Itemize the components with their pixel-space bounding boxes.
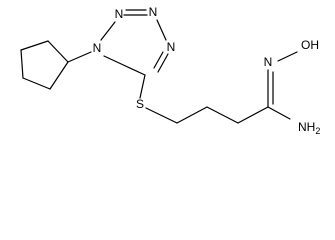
bond-c5-n1	[103, 55, 146, 76]
bond-c5-s	[139, 74, 146, 99]
atom-amine: NH2	[298, 120, 320, 136]
bond-cp-2	[20, 40, 49, 51]
bond-c3-c4	[237, 106, 269, 124]
bond-s-c1	[145, 107, 178, 124]
bond-n4-c5-b	[153, 51, 164, 69]
bond-c4-nh2	[267, 106, 291, 120]
bond-n3-n4	[156, 19, 167, 41]
tetrazole-ring	[100, 9, 169, 76]
atom-hydroxyl: OH	[301, 38, 319, 52]
cyclopentyl-ring	[20, 40, 69, 90]
bond-n1-n2	[100, 21, 116, 41]
bond-c2-c3	[206, 106, 239, 124]
atom-labels: N N N N S N OH NH2	[93, 5, 321, 136]
atom-oxime-nitrogen: N	[264, 55, 273, 69]
bond-cp-4	[22, 77, 51, 90]
bond-cp-3	[20, 49, 24, 79]
chemical-structure-diagram: N N N N S N OH NH2	[20, 5, 321, 136]
amine-nh: NH	[298, 120, 315, 134]
bond-c1-c2	[176, 106, 208, 124]
bond-n4-c5-a	[157, 53, 169, 73]
bond-n-oh	[277, 51, 298, 62]
atom-n3: N	[149, 5, 158, 19]
atom-n1: N	[93, 41, 102, 55]
atom-n2: N	[115, 7, 124, 21]
bond-cp-1	[47, 40, 69, 63]
atom-n4: N	[167, 40, 176, 54]
atom-sulfur: S	[136, 97, 144, 111]
bond-cp-n1	[67, 51, 92, 63]
bond-cp-5	[49, 61, 69, 90]
amine-subscript: 2	[315, 126, 320, 136]
